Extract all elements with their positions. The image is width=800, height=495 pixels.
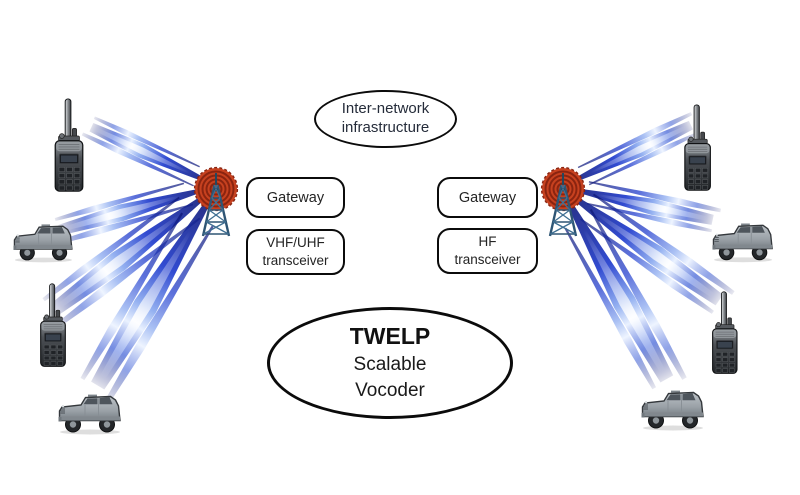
hf-label-line1: HF bbox=[478, 234, 497, 250]
radio-tower-left-icon bbox=[193, 166, 239, 238]
military-vehicle-right-icon bbox=[711, 222, 773, 263]
vhf-uhf-label-line2: transceiver bbox=[262, 253, 329, 268]
handheld-radio-top-right-icon bbox=[684, 104, 711, 191]
gateway-left-label: Gateway bbox=[266, 189, 325, 206]
inter-network-label-line2: infrastructure bbox=[341, 119, 430, 136]
twelp-vocoder-node: TWELP Scalable Vocoder bbox=[267, 307, 513, 419]
military-vehicle-bottom-right-icon bbox=[640, 389, 704, 432]
inter-network-infrastructure-node: Inter-network infrastructure bbox=[314, 90, 457, 148]
handheld-radio-top-left-icon bbox=[54, 98, 84, 192]
vocoder-label-line2: Scalable bbox=[353, 354, 427, 376]
hf-transceiver-node: HF transceiver bbox=[437, 228, 538, 274]
gateway-right-node: Gateway bbox=[437, 177, 538, 218]
military-vehicle-bottom-left-icon bbox=[57, 393, 121, 436]
inter-network-label-line1: Inter-network bbox=[341, 100, 430, 118]
beam-right-to-top-radio bbox=[563, 110, 702, 195]
vhf-uhf-transceiver-node: VHF/UHF transceiver bbox=[246, 229, 345, 275]
military-vehicle-left-icon bbox=[12, 223, 73, 263]
vocoder-label-line3: Vocoder bbox=[355, 379, 425, 401]
vhf-uhf-label-line1: VHF/UHF bbox=[266, 235, 325, 251]
hf-label-line2: transceiver bbox=[454, 252, 521, 267]
gateway-right-label: Gateway bbox=[458, 189, 517, 206]
gateway-left-node: Gateway bbox=[246, 177, 345, 218]
vocoder-title: TWELP bbox=[349, 323, 431, 350]
